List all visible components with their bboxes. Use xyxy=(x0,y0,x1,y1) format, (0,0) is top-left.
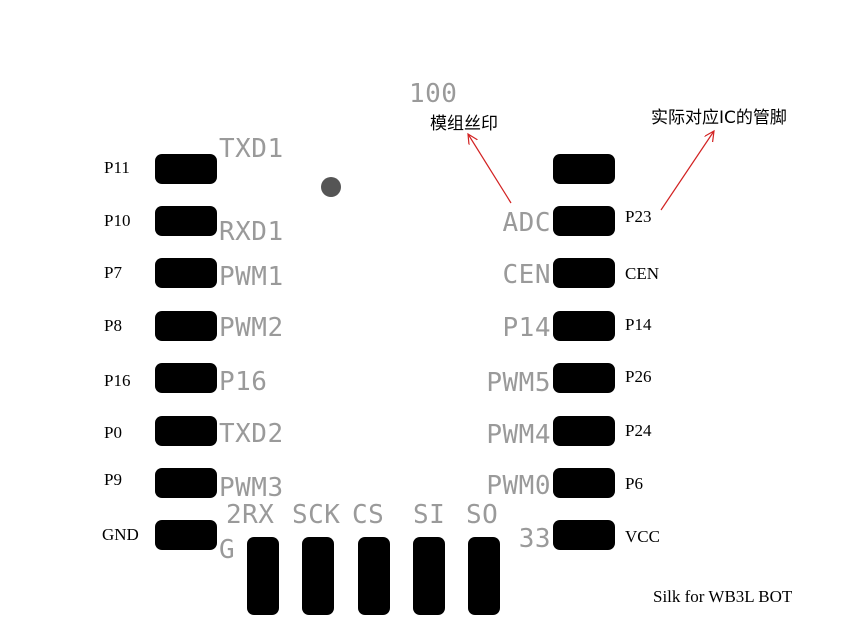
pin-right-1: P23 xyxy=(625,207,651,226)
silk-right-4: PWM5 xyxy=(486,368,551,398)
bottom-pads xyxy=(247,537,500,615)
silk-left-1: TXD1 xyxy=(219,134,284,164)
pin-left-4: P8 xyxy=(104,316,122,335)
pad-left-1 xyxy=(155,154,217,184)
annotation-silk-label: 模组丝印 xyxy=(430,114,498,134)
silk-left-6: TXD2 xyxy=(219,419,284,449)
right-pads xyxy=(553,154,615,550)
silk-right-7: 33 xyxy=(519,524,551,554)
pin-left-5: P16 xyxy=(104,371,130,390)
pin-right-3: P14 xyxy=(625,315,652,334)
pin-right-4: P26 xyxy=(625,367,651,386)
silk-left-5: P16 xyxy=(219,367,267,397)
silk-bottom-5: SO xyxy=(466,500,498,530)
silk-right-6: PWM0 xyxy=(486,471,551,501)
silk-right-labels: ADC CEN P14 PWM5 PWM4 PWM0 33 xyxy=(486,208,551,554)
pin-left-2: P10 xyxy=(104,211,130,230)
silk-bottom-2: SCK xyxy=(292,500,340,530)
silk-left-8: G xyxy=(219,535,235,565)
pad-right-2 xyxy=(553,258,615,288)
silk-right-1: ADC xyxy=(503,208,551,238)
pin-left-3: P7 xyxy=(104,263,122,282)
annotation-pin-label: 实际对应IC的管脚 xyxy=(651,108,787,128)
pin-right-2: CEN xyxy=(625,264,659,283)
pad-left-6 xyxy=(155,416,217,446)
pad-bottom-5 xyxy=(468,537,500,615)
arrow-silk xyxy=(468,134,512,204)
silk-bottom-4: SI xyxy=(413,500,445,530)
silk-left-4: PWM2 xyxy=(219,313,284,343)
silk-left-labels: TXD1 RXD1 PWM1 PWM2 P16 TXD2 PWM3 G xyxy=(219,134,284,565)
pad-left-5 xyxy=(155,363,217,393)
pad-right-3 xyxy=(553,311,615,341)
pin1-dot xyxy=(321,177,341,197)
silk-left-7: PWM3 xyxy=(219,473,284,503)
pin-left-8: GND xyxy=(102,525,139,544)
pad-bottom-3 xyxy=(358,537,390,615)
pin-left-7: P9 xyxy=(104,470,122,489)
pad-left-4 xyxy=(155,311,217,341)
pad-bottom-2 xyxy=(302,537,334,615)
footer-caption: Silk for WB3L BOT xyxy=(653,587,793,606)
pad-left-2 xyxy=(155,206,217,236)
silk-bottom-1: 2RX xyxy=(226,500,274,530)
silk-top: 100 xyxy=(409,79,457,109)
silk-right-5: PWM4 xyxy=(486,420,551,450)
pin-left-6: P0 xyxy=(104,423,122,442)
pin-right-7: VCC xyxy=(625,527,660,546)
left-pin-labels: P11 P10 P7 P8 P16 P0 P9 GND xyxy=(102,158,139,544)
left-pads xyxy=(155,154,217,550)
pad-right-1 xyxy=(553,206,615,236)
pad-bottom-4 xyxy=(413,537,445,615)
pad-right-6 xyxy=(553,468,615,498)
pad-right-4 xyxy=(553,363,615,393)
silk-left-3: PWM1 xyxy=(219,262,284,292)
pin-left-1: P11 xyxy=(104,158,130,177)
silk-bottom-labels: 2RX SCK CS SI SO xyxy=(226,500,498,530)
right-pin-labels: P23 CEN P14 P26 P24 P6 VCC xyxy=(625,207,660,546)
silk-right-2: CEN xyxy=(503,260,551,290)
pad-right-nc xyxy=(553,154,615,184)
pad-right-7 xyxy=(553,520,615,550)
pad-bottom-1 xyxy=(247,537,279,615)
pad-right-5 xyxy=(553,416,615,446)
pad-left-7 xyxy=(155,468,217,498)
silk-bottom-3: CS xyxy=(352,500,384,530)
silk-right-3: P14 xyxy=(503,313,551,343)
pin-right-5: P24 xyxy=(625,421,652,440)
pad-left-8 xyxy=(155,520,217,550)
pad-left-3 xyxy=(155,258,217,288)
silk-left-2: RXD1 xyxy=(219,217,284,247)
pin-right-6: P6 xyxy=(625,474,643,493)
arrow-pin xyxy=(660,131,714,211)
